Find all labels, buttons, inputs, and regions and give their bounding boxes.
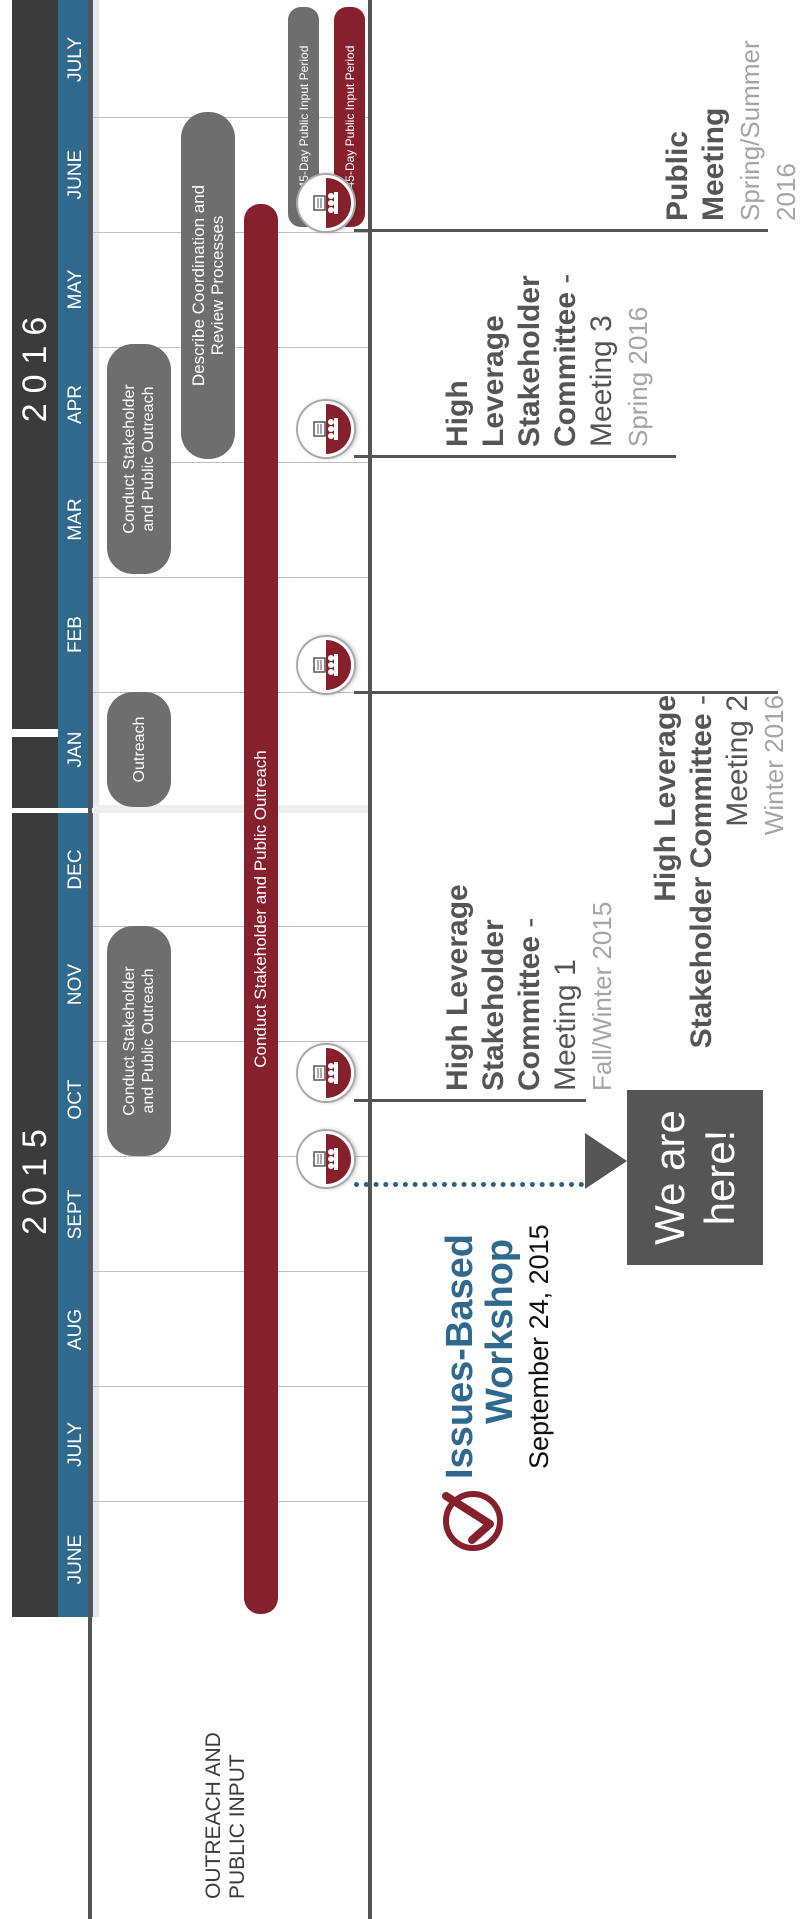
outreach-pill-jan: Outreach bbox=[107, 692, 171, 807]
pill-text: Review Processes bbox=[208, 215, 227, 356]
row-label-line1: OUTREACH AND bbox=[202, 1732, 225, 1899]
meeting3-title-line2: Leverage bbox=[477, 315, 510, 447]
meeting1-title-line3: Committee bbox=[513, 935, 546, 1091]
public-title-line2: Meeting bbox=[697, 107, 730, 221]
row-bottom-border bbox=[368, 0, 372, 1919]
meeting2-dash: - bbox=[685, 695, 718, 714]
grid-line bbox=[93, 117, 368, 118]
main-outreach-bar: Conduct Stakeholder and Public Outreach bbox=[244, 204, 278, 1614]
pill-text: Conduct Stakeholder bbox=[121, 966, 138, 1116]
year-2015-label: 2015 bbox=[15, 1119, 54, 1235]
meeting1-callout: High Leverage Stakeholder Committee - Me… bbox=[440, 831, 620, 1091]
workshop-title-line2: Workshop bbox=[479, 1238, 521, 1424]
row-label: OUTREACH AND PUBLIC INPUT bbox=[202, 1629, 250, 1899]
outreach-pill-2015: Conduct Stakeholder and Public Outreach bbox=[107, 926, 171, 1156]
we-are-here-line2: here! bbox=[696, 1129, 743, 1226]
we-are-here-arrow bbox=[585, 1133, 627, 1189]
meeting1-title-line2: Stakeholder bbox=[477, 919, 510, 1091]
meeting-icon bbox=[313, 1148, 338, 1170]
year-2016-bar: 2016 bbox=[12, 0, 58, 729]
milestone-icon-oct bbox=[298, 1045, 354, 1101]
meeting3-leader bbox=[354, 455, 676, 458]
pill-text: Outreach bbox=[130, 716, 148, 783]
main-bar-label: Conduct Stakeholder and Public Outreach bbox=[251, 750, 270, 1068]
workshop-date-text: September 24, 2015 bbox=[524, 1224, 554, 1469]
meeting-icon bbox=[313, 192, 338, 214]
meeting2-title-line2: Stakeholder Committee bbox=[685, 713, 718, 1049]
meeting-icon bbox=[313, 654, 338, 676]
meeting-icon bbox=[313, 1062, 338, 1084]
pill-text: and Public Outreach bbox=[140, 386, 157, 532]
public-when-line1: Spring/Summer bbox=[735, 40, 765, 221]
pill-text: Describe Coordination and bbox=[189, 184, 208, 387]
pill-text: and Public Outreach bbox=[140, 968, 157, 1114]
input-period-label: 45-Day Public Input Period bbox=[342, 45, 357, 189]
meeting2-leader bbox=[354, 691, 778, 694]
milestone-icon-jan bbox=[298, 637, 354, 693]
input-period-label: 45-Day Public Input Period bbox=[296, 45, 311, 189]
outreach-pill-2016: Conduct Stakeholder and Public Outreach bbox=[107, 344, 171, 574]
meeting3-dash: - bbox=[549, 273, 582, 292]
meeting3-callout: High Leverage Stakeholder Committee - Me… bbox=[440, 227, 656, 447]
workshop-title-line1: Issues-Based bbox=[439, 1233, 481, 1479]
year-2015-bar: 2015 bbox=[12, 737, 58, 1617]
public-meeting-callout: Public Meeting Spring/Summer 2016 bbox=[660, 1, 801, 221]
meeting1-dash: - bbox=[513, 917, 546, 936]
grid-line bbox=[93, 1386, 368, 1387]
meeting2-number: Meeting 2 bbox=[721, 695, 754, 827]
milestone-icon-may bbox=[298, 175, 354, 231]
milestone-icon-sept bbox=[298, 1131, 354, 1187]
grid-line bbox=[93, 1271, 368, 1272]
meeting3-title-line4: Committee bbox=[549, 291, 582, 447]
workshop-check-icon bbox=[440, 1488, 506, 1554]
grid-line bbox=[93, 1501, 368, 1502]
year-2016-label: 2016 bbox=[15, 306, 54, 423]
year-divider bbox=[12, 808, 93, 813]
workshop-date: September 24, 2015 bbox=[524, 1149, 555, 1469]
meeting1-number: Meeting 1 bbox=[549, 959, 582, 1091]
public-when-line2: 2016 bbox=[771, 163, 801, 221]
meeting3-title-line1: High bbox=[441, 380, 474, 447]
row-left-border bbox=[88, 0, 92, 1919]
meeting2-title-line1: High Leverage bbox=[649, 695, 682, 902]
row-label-line2: PUBLIC INPUT bbox=[226, 1754, 249, 1899]
we-are-here-line1: We are bbox=[646, 1110, 693, 1245]
meeting1-leader bbox=[354, 1099, 586, 1102]
pill-text: Conduct Stakeholder bbox=[121, 384, 138, 534]
meeting-icon bbox=[313, 418, 338, 440]
meeting2-callout: High Leverage Stakeholder Committee - Me… bbox=[648, 695, 792, 1081]
meeting3-number: Meeting 3 bbox=[585, 315, 618, 447]
milestone-icon-apr bbox=[298, 401, 354, 457]
meeting1-when: Fall/Winter 2015 bbox=[587, 901, 617, 1091]
coordination-pill: Describe Coordination and Review Process… bbox=[181, 112, 235, 459]
meeting3-title-line3: Stakeholder bbox=[513, 275, 546, 447]
meeting3-when: Spring 2016 bbox=[623, 306, 653, 447]
public-title-line1: Public bbox=[661, 130, 694, 221]
meeting2-when: Winter 2016 bbox=[759, 695, 789, 836]
meeting1-title-line1: High Leverage bbox=[441, 884, 474, 1091]
workshop-title: Issues-Based Workshop bbox=[439, 1159, 521, 1479]
we-are-here-box: We are here! bbox=[627, 1090, 763, 1265]
grid-line bbox=[93, 577, 368, 578]
